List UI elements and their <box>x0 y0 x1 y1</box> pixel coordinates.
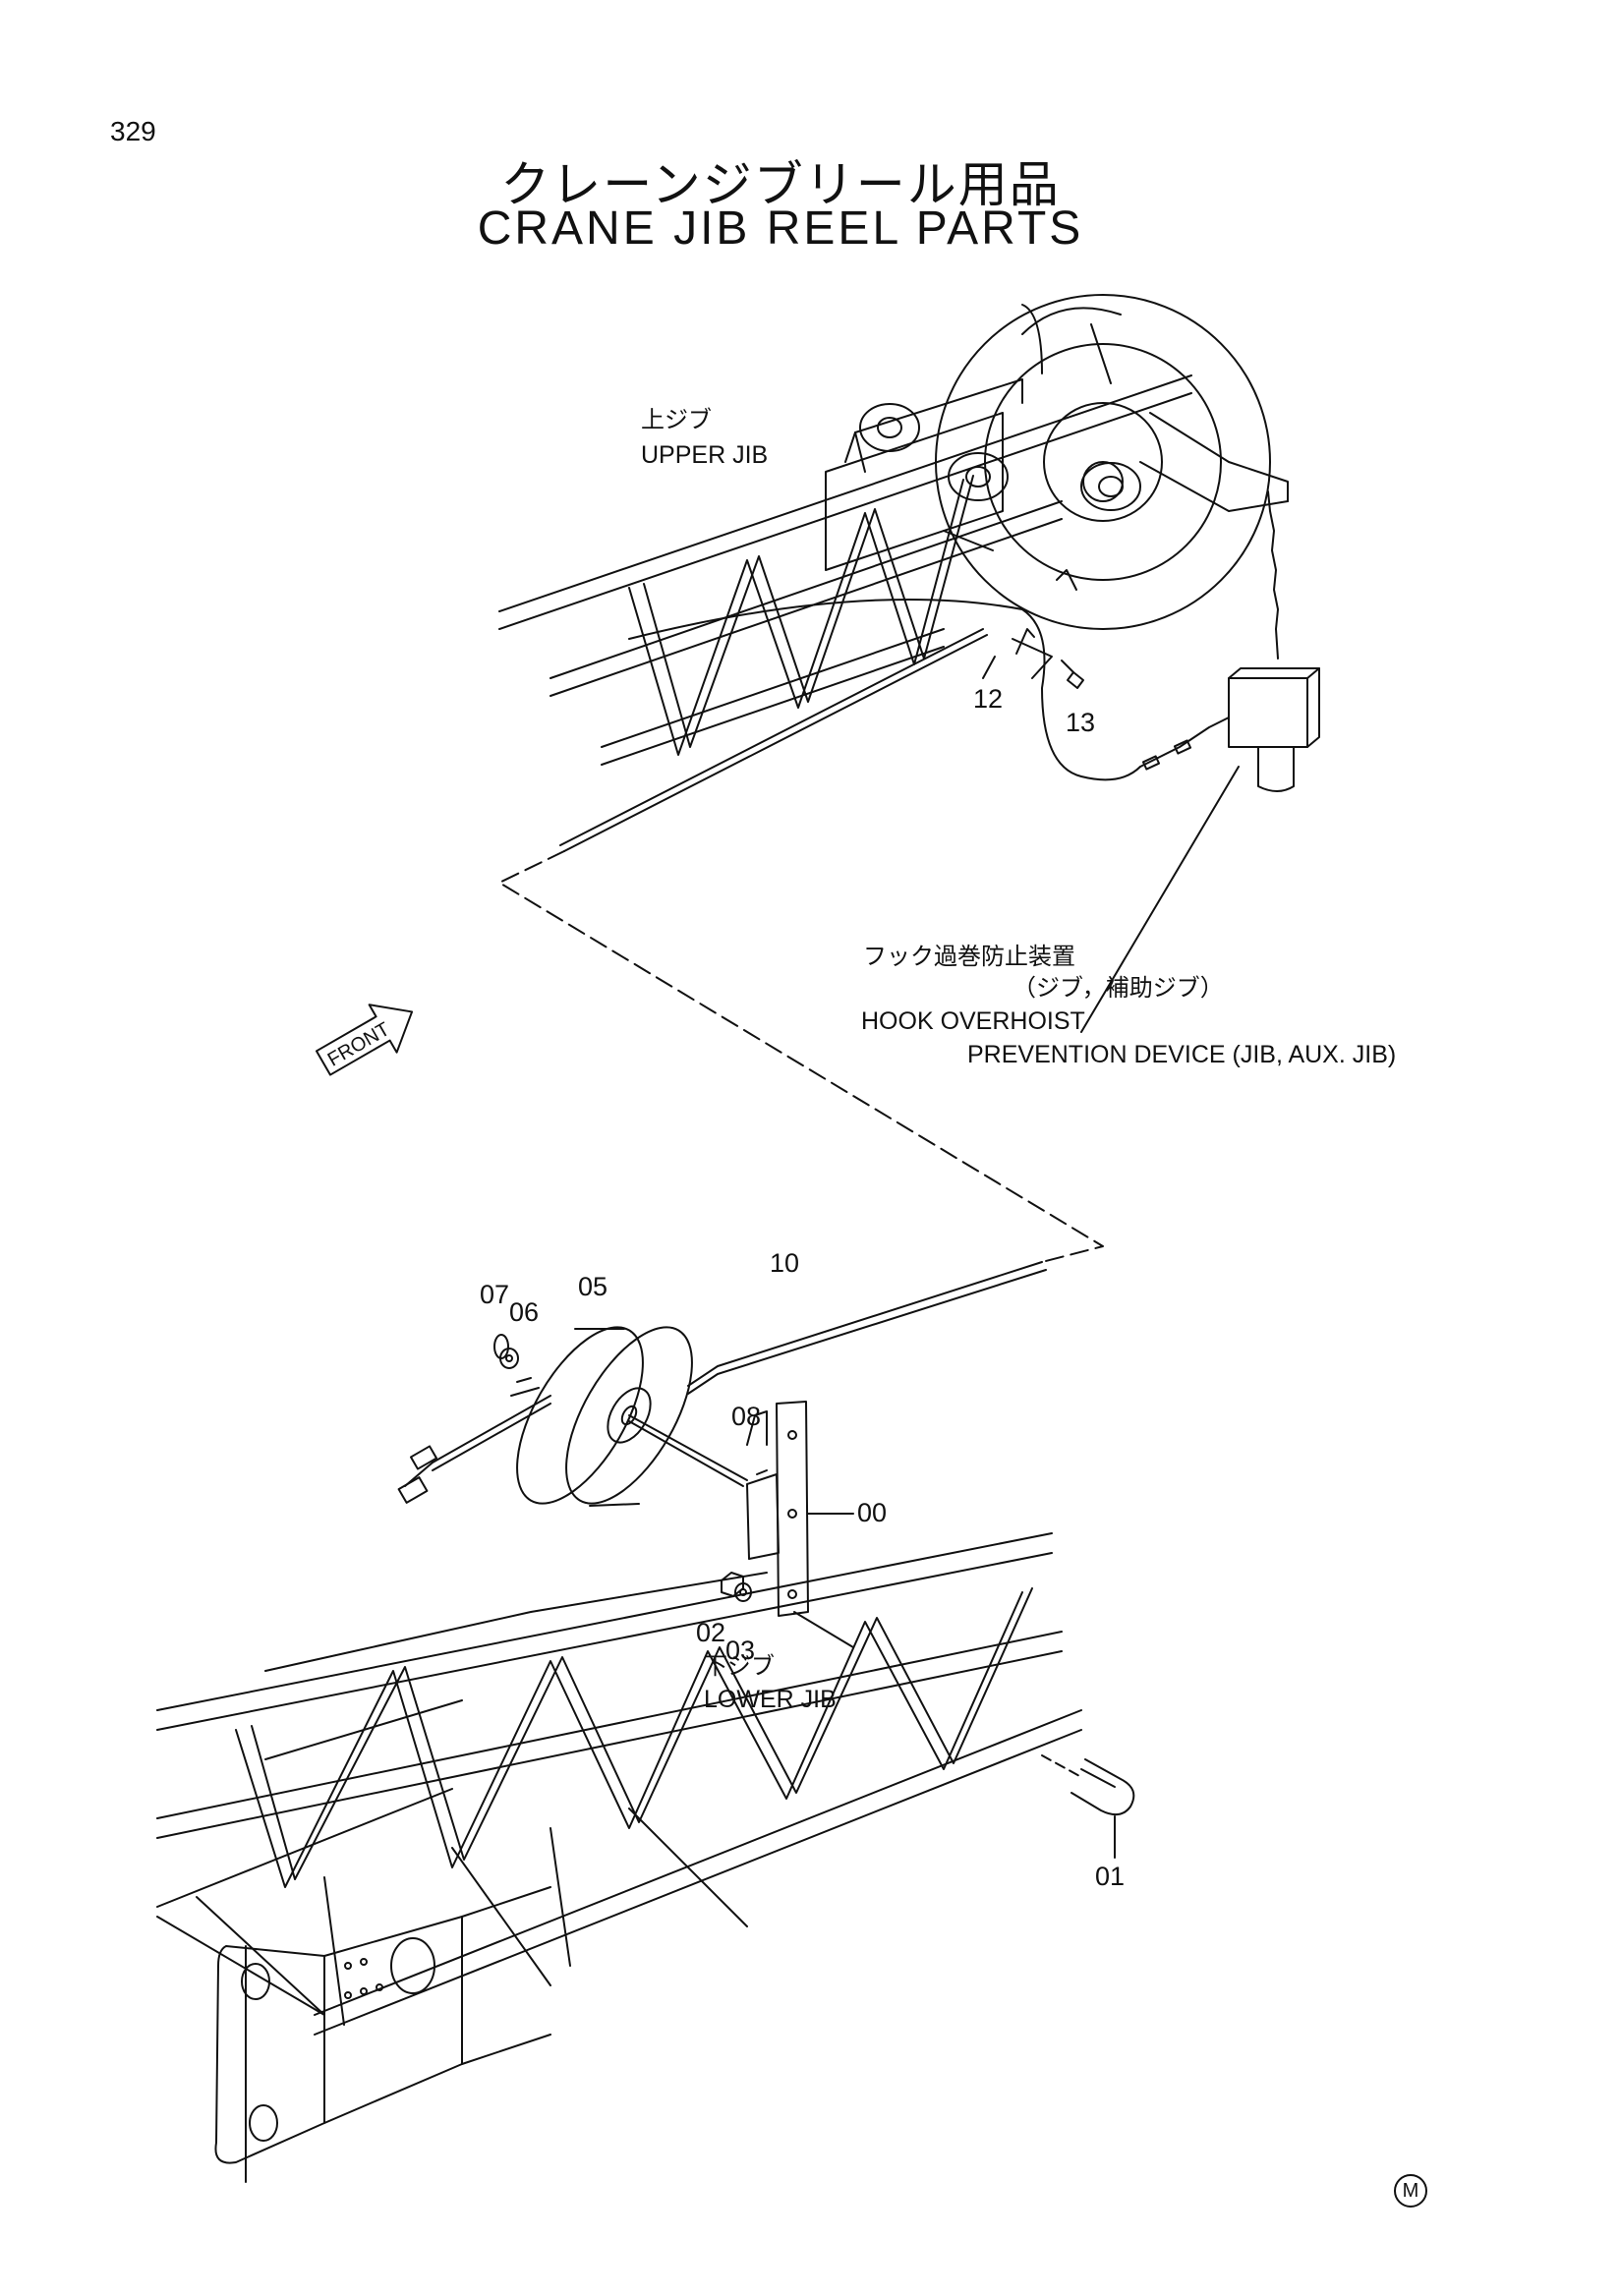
part-number-00: 00 <box>857 1498 888 1527</box>
page-title-english: CRANE JIB REEL PARTS <box>477 202 1084 255</box>
dashed-cable-route <box>498 850 1104 1263</box>
u-bolt <box>1041 1754 1135 1859</box>
page-number: 329 <box>110 116 156 146</box>
lower-jib <box>156 1532 1082 2183</box>
clamp-and-bolt <box>982 628 1084 689</box>
part-number-07: 07 <box>480 1280 510 1309</box>
upper-cable <box>559 599 1141 852</box>
device-label-ja-1: フック過巻防止装置 <box>863 943 1075 970</box>
page-title-japanese: クレーンジブリール用品 <box>500 156 1061 213</box>
part-number-06: 06 <box>509 1297 540 1327</box>
hook-overhoist-device <box>1080 490 1320 1033</box>
part-number-13: 13 <box>1066 708 1096 737</box>
upper-jib <box>498 294 1289 766</box>
reel-bracket <box>746 1401 854 1648</box>
upper-jib-label-en: UPPER JIB <box>641 441 769 469</box>
device-label-ja-2: （ジブ，補助ジブ） <box>1012 974 1224 1002</box>
part-number-08: 08 <box>731 1402 762 1431</box>
maker-mark: M <box>1394 2174 1427 2208</box>
cable-reel <box>397 1261 1047 1507</box>
part-number-03: 03 <box>725 1636 756 1665</box>
device-label-en-1: HOOK OVERHOIST <box>861 1007 1085 1035</box>
part-number-10: 10 <box>770 1248 800 1278</box>
pin-and-washer <box>493 1334 519 1369</box>
part-number-05: 05 <box>578 1272 608 1301</box>
front-arrow-icon: FRONT <box>316 1004 414 1076</box>
lower-jib-label-en: LOWER JIB <box>704 1686 837 1713</box>
upper-jib-label-ja: 上ジブ <box>641 406 712 433</box>
part-number-12: 12 <box>973 684 1004 714</box>
device-label-en-2: PREVENTION DEVICE (JIB, AUX. JIB) <box>967 1041 1397 1068</box>
part-number-01: 01 <box>1095 1862 1126 1891</box>
